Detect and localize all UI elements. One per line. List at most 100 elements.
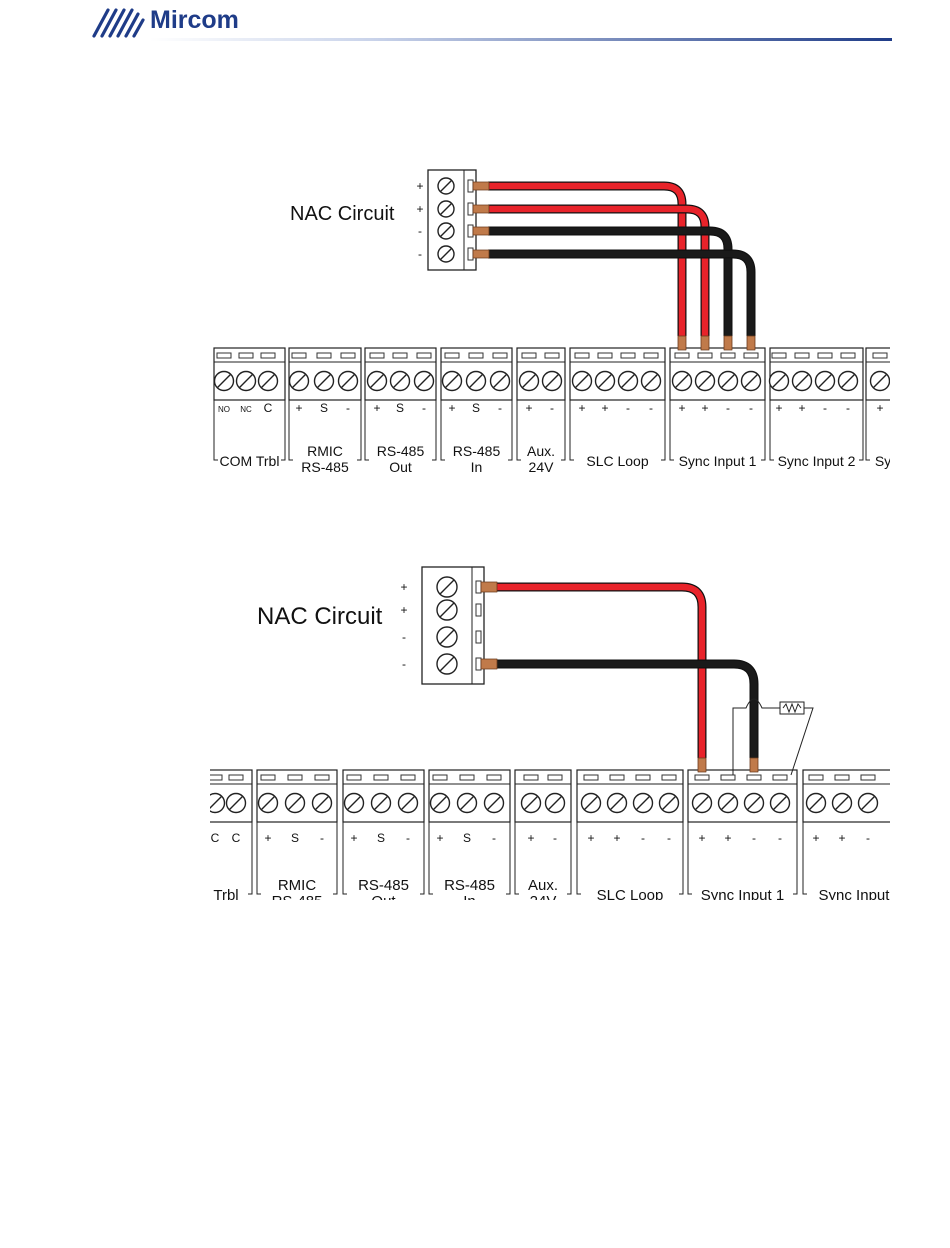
terminal-slot (661, 774, 677, 781)
screw-terminal-icon (541, 370, 563, 392)
terminal-sign: + (436, 831, 443, 845)
screw-terminal-icon (769, 792, 791, 814)
screw-terminal-icon (366, 370, 388, 392)
screw-terminal-icon (413, 370, 435, 392)
terminal-slot (697, 352, 713, 359)
block-label: SLC Loop (586, 453, 648, 469)
wire-negative-outline (496, 659, 759, 758)
nac-sign: + (400, 603, 407, 617)
terminal-sign: - (422, 401, 426, 415)
terminal-sign: + (527, 831, 534, 845)
terminal-sign: - (778, 831, 782, 845)
terminal-slot (238, 352, 254, 359)
terminal-slot (287, 774, 303, 781)
block-label: Sync Input 2 (778, 453, 856, 469)
terminal-sign: + (775, 401, 782, 415)
terminal-sign: + (798, 401, 805, 415)
nac-slot (467, 202, 474, 216)
screw-terminal-icon (857, 792, 879, 814)
screw-terminal-icon (437, 177, 455, 195)
screw-terminal-icon (743, 792, 765, 814)
terminal-block: ++--Sync Input 1 (687, 769, 798, 900)
terminal-sign: - (498, 401, 502, 415)
terminal-slot (544, 352, 560, 359)
screw-terminal-icon (717, 370, 739, 392)
screw-terminal-icon (235, 370, 257, 392)
terminal-sign: NO (218, 405, 230, 414)
block-label: Sync Input 1 (679, 453, 757, 469)
wire-negative (496, 660, 758, 758)
block-label: RMIC (307, 443, 343, 459)
terminal-slot (840, 352, 856, 359)
block-label: Sy (875, 453, 891, 469)
terminal-sign: - (406, 831, 410, 845)
terminal-block: +-Aux.24V (516, 347, 566, 475)
header-rule (150, 38, 892, 41)
terminal-sign: C (211, 831, 220, 845)
nac-slot (475, 580, 482, 594)
terminal-sign: - (641, 831, 645, 845)
terminal-sign: S (396, 401, 404, 415)
screw-terminal-icon (768, 370, 790, 392)
block-label: Trbl (213, 887, 238, 904)
terminal-slot (314, 774, 330, 781)
wires (472, 181, 756, 351)
block-label: In (471, 459, 483, 475)
terminal-sign: + (876, 401, 883, 415)
screw-terminal-icon (658, 792, 680, 814)
wire-4-outline (488, 249, 756, 336)
screw-terminal-icon (544, 792, 566, 814)
screw-terminal-icon (520, 792, 542, 814)
terminal-sign: - (749, 401, 753, 415)
copper-end (472, 226, 490, 236)
screw-terminal-icon (436, 576, 458, 598)
copper-end (677, 335, 687, 351)
terminal-sign: + (701, 401, 708, 415)
terminal-sign: + (578, 401, 585, 415)
wire-3 (488, 227, 732, 336)
terminal-sign: + (812, 831, 819, 845)
screw-terminal-icon (257, 370, 279, 392)
screw-terminal-icon (337, 370, 359, 392)
copper-end (697, 757, 707, 773)
block-label: Out (371, 893, 396, 910)
terminal-sign: + (350, 831, 357, 845)
terminal-slot (771, 352, 787, 359)
screw-terminal-icon (288, 370, 310, 392)
terminal-slot (834, 774, 850, 781)
nac-slot (467, 179, 474, 193)
screw-terminal-icon (213, 370, 235, 392)
terminal-slot (373, 774, 389, 781)
copper-end (472, 204, 490, 214)
screw-terminal-icon (580, 792, 602, 814)
screw-terminal-icon (640, 370, 662, 392)
block-label: RS-485 (377, 443, 425, 459)
terminal-sign: + (448, 401, 455, 415)
screw-terminal-icon (389, 370, 411, 392)
terminal-sign: + (264, 831, 271, 845)
terminal-slot (643, 352, 659, 359)
screw-terminal-icon (483, 792, 505, 814)
nac-slot (475, 603, 482, 617)
terminal-sign: + (587, 831, 594, 845)
terminal-sign: + (525, 401, 532, 415)
nac-slot (475, 630, 482, 644)
terminal-slot (523, 774, 539, 781)
terminal-sign: + (613, 831, 620, 845)
mircom-logo-icon (92, 8, 145, 38)
terminal-slot (872, 352, 888, 359)
screw-terminal-icon (397, 792, 419, 814)
screw-terminal-icon (257, 792, 279, 814)
terminal-slot (416, 352, 432, 359)
screw-terminal-icon (571, 370, 593, 392)
terminal-sign: S (463, 831, 471, 845)
terminal-slot (369, 352, 385, 359)
terminal-slot (291, 352, 307, 359)
wire-1 (488, 182, 686, 336)
screw-terminal-icon (837, 370, 859, 392)
screw-terminal-icon (791, 370, 813, 392)
terminal-slot (817, 352, 833, 359)
